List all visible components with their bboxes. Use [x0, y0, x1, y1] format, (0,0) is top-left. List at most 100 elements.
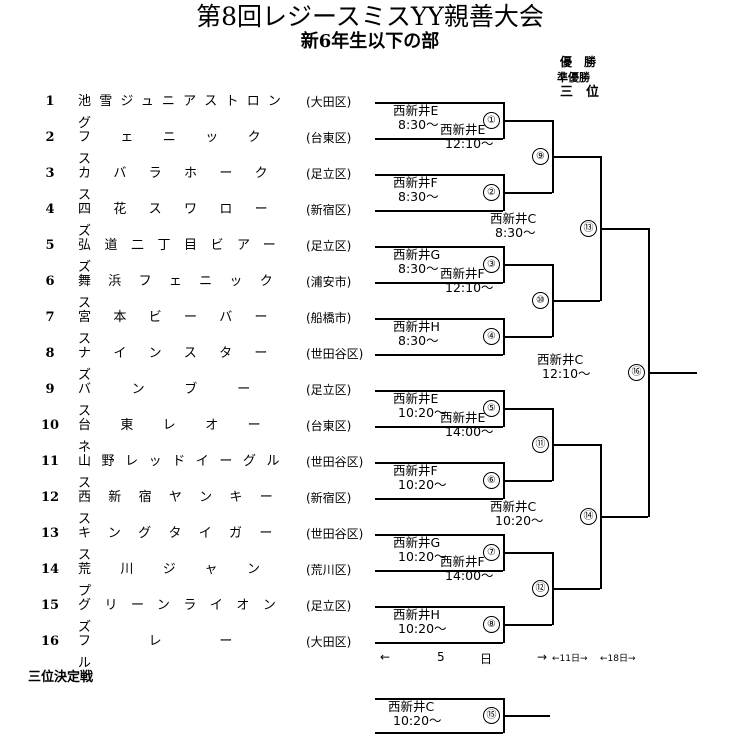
game-number-marker: ⑭: [580, 508, 597, 525]
venue-place: 西新井E: [440, 410, 486, 425]
venue-place: 西新井E: [393, 103, 439, 118]
team-number: 13: [40, 526, 60, 541]
bracket-line: [375, 698, 503, 700]
bracket-line: [552, 444, 600, 446]
day-1-number: 5: [437, 650, 445, 664]
team-name: バンブース: [78, 382, 291, 419]
venue-place: 西新井G: [393, 247, 441, 262]
team-name: 舞浜フェニックス: [78, 274, 291, 311]
team-name: 四花スワローズ: [78, 202, 291, 239]
tournament-title: 第8回レジースミスYY親善大会: [196, 2, 544, 31]
game-number-marker: ⑪: [532, 436, 549, 453]
day-1-unit: 日: [480, 652, 493, 666]
venue-place: 西新井E: [440, 122, 486, 137]
game-number-marker: ⑨: [532, 148, 549, 165]
team-area: (大田区): [306, 95, 352, 109]
venue-time: 10:20～: [495, 513, 544, 528]
team-name: フェニックス: [78, 130, 291, 167]
team-number: 3: [45, 166, 55, 181]
venue-time: 12:10～: [445, 280, 494, 295]
day-2-label: ←11日→: [552, 654, 588, 664]
team-area: (新宿区): [306, 491, 352, 505]
venue-place: 西新井F: [393, 463, 438, 478]
game-number-marker: ②: [483, 184, 500, 201]
team-number: 4: [45, 202, 55, 217]
team-area: (荒川区): [306, 563, 352, 577]
bracket-line: [503, 336, 552, 338]
team-area: (足立区): [306, 167, 352, 181]
team-area: (台東区): [306, 419, 352, 433]
game-number-marker: ③: [483, 256, 500, 273]
bracket-line: [375, 732, 503, 734]
bracket-line: [375, 354, 503, 356]
venue-place: 西新井F: [440, 554, 485, 569]
team-number: 11: [40, 454, 60, 469]
game-number-marker: ①: [483, 112, 500, 129]
bracket-line: [375, 642, 503, 644]
team-area: (足立区): [306, 599, 352, 613]
bracket-line: [375, 102, 503, 104]
team-number: 7: [45, 310, 55, 325]
legend-third: 三 位: [560, 85, 600, 100]
bracket-line: [375, 390, 503, 392]
team-name: 宮本ビーバース: [78, 310, 290, 347]
team-area: (世田谷区): [306, 455, 364, 469]
team-number: 16: [40, 634, 60, 649]
team-area: (台東区): [306, 131, 352, 145]
team-number: 1: [45, 94, 55, 109]
team-area: (新宿区): [306, 203, 352, 217]
team-name: ナインスターズ: [78, 346, 290, 383]
bracket-line: [503, 192, 552, 194]
venue-time: 14:00～: [445, 568, 494, 583]
venue-place: 西新井C: [490, 499, 537, 514]
bracket-line: [552, 300, 600, 302]
bracket-line: [375, 282, 503, 284]
venue-place: 西新井C: [537, 352, 584, 367]
venue-time: 10:20～: [398, 621, 447, 636]
bracket-line: [503, 624, 552, 626]
team-name: グリーンライオンズ: [78, 598, 290, 635]
game-number-marker: ④: [483, 328, 500, 345]
game-number-marker: ⑮: [483, 707, 500, 724]
team-name: 山野レッドイーグルス: [78, 454, 291, 491]
team-name: キングタイガース: [78, 526, 290, 563]
day-right-arrow: →: [537, 650, 548, 664]
legend-champion: 優 勝: [560, 55, 597, 69]
bracket-line: [503, 264, 552, 266]
team-name: 荒川ジャンプ: [78, 562, 290, 599]
game-number-marker: ⑫: [532, 580, 549, 597]
venue-place: 西新井F: [393, 175, 438, 190]
team-number: 2: [45, 130, 55, 145]
team-number: 10: [40, 418, 60, 433]
day-left-arrow: ←: [380, 650, 391, 664]
venue-time: 8:30～: [398, 261, 439, 276]
team-area: (船橋市): [306, 311, 352, 325]
team-name: 池雪ジュニアストロング: [78, 94, 290, 131]
venue-place: 西新井E: [393, 391, 439, 406]
venue-time: 14:00～: [445, 424, 494, 439]
tournament-subtitle: 新6年生以下の部: [300, 31, 440, 52]
champion-line: [648, 372, 697, 374]
venue-time: 12:10～: [542, 366, 591, 381]
venue-time: 10:20～: [398, 405, 447, 420]
game-number-marker: ⑥: [483, 472, 500, 489]
bracket-line: [503, 408, 552, 410]
venue-time: 8:30～: [495, 225, 536, 240]
game-number-marker: ⑯: [628, 364, 645, 381]
venue-time: 8:30～: [398, 189, 439, 204]
bracket-line: [375, 246, 503, 248]
bracket-line: [503, 552, 552, 554]
bracket-line: [375, 174, 503, 176]
team-number: 15: [40, 598, 60, 613]
team-number: 6: [45, 274, 55, 289]
day-3-label: ←18日→: [600, 654, 636, 664]
venue-place: 西新井C: [490, 211, 537, 226]
venue-place: 西新井H: [393, 607, 440, 622]
venue-place: 西新井H: [393, 319, 440, 334]
venue-time: 12:10～: [445, 136, 494, 151]
venue-time: 10:20～: [393, 713, 442, 728]
bracket-line: [375, 462, 503, 464]
team-area: (世田谷区): [306, 347, 364, 361]
bracket-line: [552, 588, 600, 590]
team-number: 5: [45, 238, 55, 253]
